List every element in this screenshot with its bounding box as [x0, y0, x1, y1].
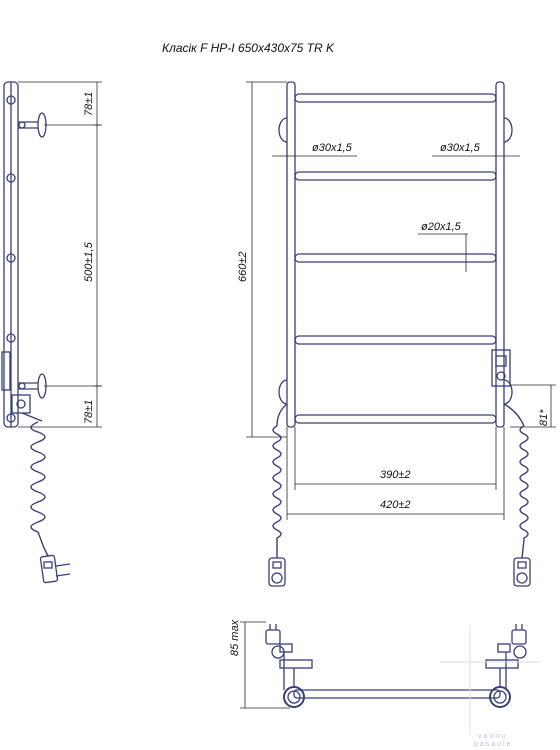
cross-bar-1	[294, 93, 497, 103]
side-view: 78±1 500±1,5 78±1	[1, 81, 102, 584]
side-bracket-top	[18, 112, 47, 138]
right-rail	[495, 81, 505, 428]
front-left-plug	[268, 557, 286, 587]
side-dimensions	[18, 81, 102, 428]
dim-depth: 85 max	[229, 619, 241, 656]
cross-bar-2	[294, 171, 497, 181]
cross-bar-5	[294, 414, 497, 424]
dim-rail-right: ø30х1,5	[440, 142, 481, 154]
top-cross-bar	[293, 689, 501, 699]
dim-side-bottom: 78±1	[83, 400, 95, 424]
dim-inner-width: 390±2	[380, 469, 411, 481]
dim-side-top: 78±1	[83, 92, 95, 116]
dim-rail-left: ø30х1,5	[312, 142, 353, 154]
drawing-title: Класік F HP-I 650х430х75 TR K	[162, 41, 335, 55]
dim-side-middle: 500±1,5	[83, 241, 95, 282]
cross-bar-3	[294, 253, 497, 263]
side-cable-coil	[21, 412, 49, 557]
dim-height: 660±2	[237, 251, 249, 282]
cross-bar-4	[294, 335, 497, 345]
front-view: 660±2 ø30х1,5 ø30х1,5 ø20х1,5 390±2 420±…	[237, 81, 556, 587]
watermark: vannu pasaule	[440, 625, 540, 748]
left-rail	[286, 81, 296, 428]
heater-control-box	[491, 349, 511, 387]
watermark-line2: pasaule	[474, 741, 513, 748]
dim-heater-offset: 81*	[538, 409, 550, 426]
dim-bar: ø20х1,5	[421, 221, 462, 233]
side-plug	[39, 554, 71, 584]
side-heater-box	[1, 351, 11, 391]
top-right-plug	[497, 624, 527, 690]
front-left-cable-coil	[272, 403, 288, 558]
top-view: 85 max	[229, 619, 527, 709]
dim-outer-width: 420±2	[380, 499, 411, 511]
front-right-plug	[513, 557, 531, 587]
watermark-line1: vannu	[478, 733, 507, 740]
top-left-plug	[265, 624, 293, 690]
side-bracket-bottom	[18, 373, 47, 399]
front-right-cable-coil	[503, 403, 529, 559]
